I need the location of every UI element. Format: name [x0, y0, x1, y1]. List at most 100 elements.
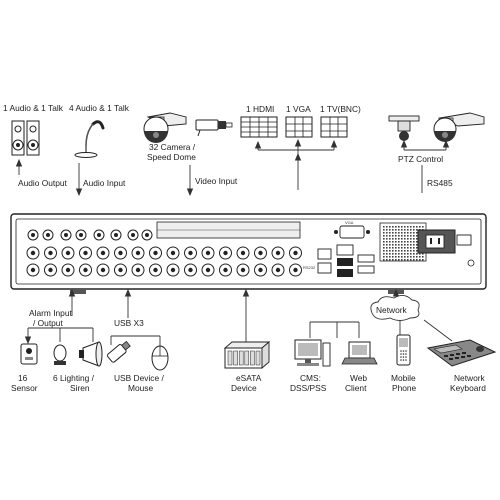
hdmi-label: 1 HDMI: [246, 104, 274, 114]
grille-hole: [419, 256, 421, 258]
keyboard-label-1: Network: [454, 373, 486, 383]
grille-hole: [413, 250, 415, 252]
grille-hole: [395, 241, 397, 243]
grille-hole: [416, 253, 418, 255]
grille-hole: [386, 247, 388, 249]
usb-stick-icon: [106, 340, 131, 363]
grille-hole: [416, 238, 418, 240]
alarm-io-label-2: / Output: [33, 318, 63, 328]
grille-hole: [422, 256, 424, 258]
rs485-label: RS485: [427, 178, 453, 188]
grille-hole: [416, 235, 418, 237]
bnc-port-center: [153, 250, 158, 256]
grille-hole: [389, 238, 391, 240]
bnc-video-ports: [26, 246, 302, 277]
grille-hole: [401, 235, 403, 237]
grille-hole: [392, 247, 394, 249]
lighting-label-2: Siren: [70, 383, 90, 393]
grille-hole: [410, 226, 412, 228]
grille-hole: [407, 238, 409, 240]
grille-hole: [398, 256, 400, 258]
grille-hole: [413, 247, 415, 249]
grille-hole: [395, 253, 397, 255]
rear-rs232-label: RS232: [303, 265, 316, 270]
grille-hole: [413, 232, 415, 234]
power-inlet: [417, 229, 472, 254]
esata-drive-bay: [238, 350, 244, 366]
sensor-label-2: Sensor: [11, 383, 38, 393]
bnc-port-center: [100, 250, 106, 256]
audio-talk-label: 1 Audio & 1 Talk: [3, 103, 64, 113]
grille-hole: [419, 226, 421, 228]
grille-hole: [383, 247, 385, 249]
tv-monitor-icon: [320, 116, 348, 138]
grille-hole: [401, 238, 403, 240]
bnc-port-center: [83, 267, 88, 273]
mobile-label-2: Phone: [392, 383, 417, 393]
top-connection-lines: [15, 138, 450, 197]
grille-hole: [410, 259, 412, 261]
esata-drive-bay: [233, 350, 238, 366]
bnc-port-center: [83, 250, 88, 256]
bnc-port-center: [223, 250, 228, 256]
keyboard-label-2: Keyboard: [450, 383, 486, 393]
bnc-port-center: [275, 250, 281, 256]
grille-hole: [383, 256, 385, 258]
bnc-port-center: [170, 250, 176, 256]
grille-hole: [392, 232, 394, 234]
grille-hole: [410, 238, 412, 240]
grille-hole: [413, 241, 415, 243]
grille-hole: [386, 232, 388, 234]
grille-hole: [389, 226, 391, 228]
grille-hole: [398, 250, 400, 252]
ground-screw: [467, 259, 475, 267]
grille-hole: [389, 232, 391, 234]
grille-hole: [416, 259, 418, 261]
bnc-port-center: [135, 250, 141, 256]
esata-drive-bay: [244, 350, 250, 366]
grille-hole: [404, 250, 406, 252]
esata-label-2: Device: [231, 383, 257, 393]
grille-hole: [416, 256, 418, 258]
alarm-io-label-1: Alarm Input: [29, 308, 72, 318]
hdmi-monitor-icon: [240, 116, 278, 138]
grille-hole: [383, 253, 385, 255]
grille-hole: [416, 250, 418, 252]
grille-hole: [401, 259, 403, 261]
grille-hole: [395, 232, 397, 234]
grille-hole: [395, 247, 397, 249]
bnc-port-center: [30, 267, 36, 273]
grille-hole: [398, 259, 400, 261]
grille-hole: [392, 238, 394, 240]
esata-label-1: eSATA: [236, 373, 262, 383]
grille-hole: [404, 244, 406, 246]
grille-hole: [386, 250, 388, 252]
grille-hole: [413, 253, 415, 255]
camera-label-1: 32 Camera /: [149, 142, 196, 152]
grille-hole: [386, 238, 388, 240]
vga-monitor-icon: [285, 116, 313, 138]
grille-hole: [401, 244, 403, 246]
grille-hole: [413, 235, 415, 237]
mobile-label-1: Mobile: [391, 373, 416, 383]
bnc-port-center: [65, 250, 71, 256]
grille-hole: [383, 235, 385, 237]
grille-hole: [407, 226, 409, 228]
laptop-icon: [341, 341, 378, 365]
bnc-port-center: [170, 267, 176, 273]
grille-hole: [389, 247, 391, 249]
grille-hole: [398, 241, 400, 243]
grille-hole: [401, 229, 403, 231]
bnc-port-center: [48, 267, 53, 273]
grille-hole: [419, 253, 421, 255]
grille-hole: [416, 244, 418, 246]
cms-pc-icon: [294, 339, 331, 367]
grille-hole: [392, 226, 394, 228]
grille-hole: [410, 235, 412, 237]
grille-hole: [398, 247, 400, 249]
grille-hole: [407, 259, 409, 261]
bnc-port-center: [258, 250, 263, 256]
grille-hole: [398, 253, 400, 255]
grille-hole: [389, 235, 391, 237]
grille-hole: [404, 238, 406, 240]
